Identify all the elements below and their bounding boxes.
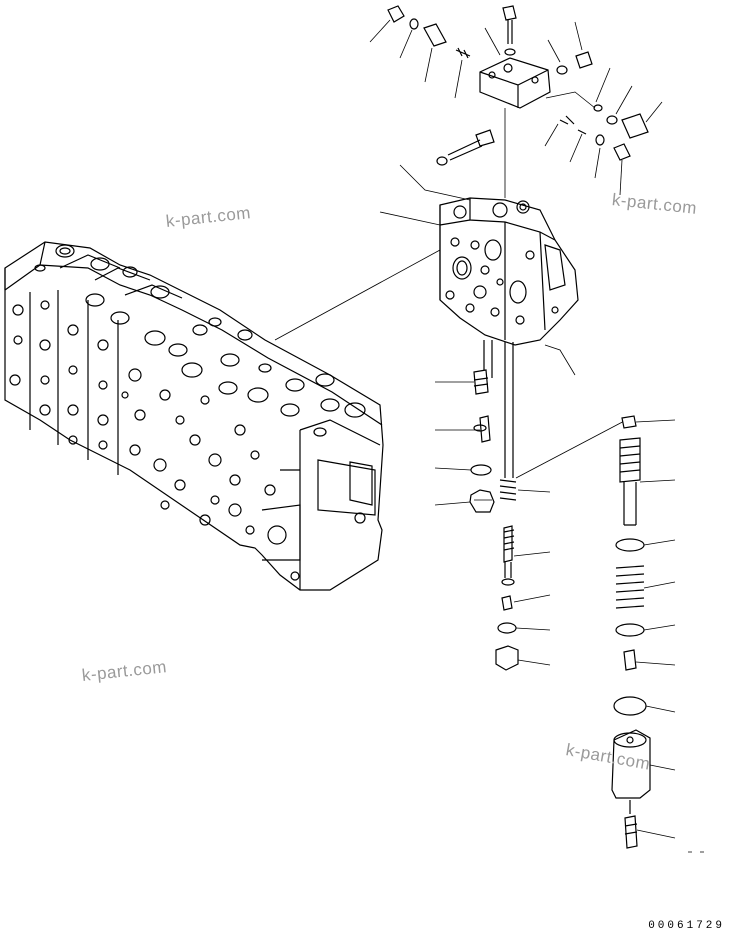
figure-number: 00061729 (648, 920, 725, 932)
main-valve-body (4, 241, 384, 591)
center-column-parts (495, 417, 631, 671)
left-column-parts (469, 369, 495, 513)
right-column-parts (611, 415, 651, 849)
valve-section-block (439, 197, 579, 478)
top-cover-assembly (387, 5, 649, 201)
leader-lines (274, 19, 704, 853)
